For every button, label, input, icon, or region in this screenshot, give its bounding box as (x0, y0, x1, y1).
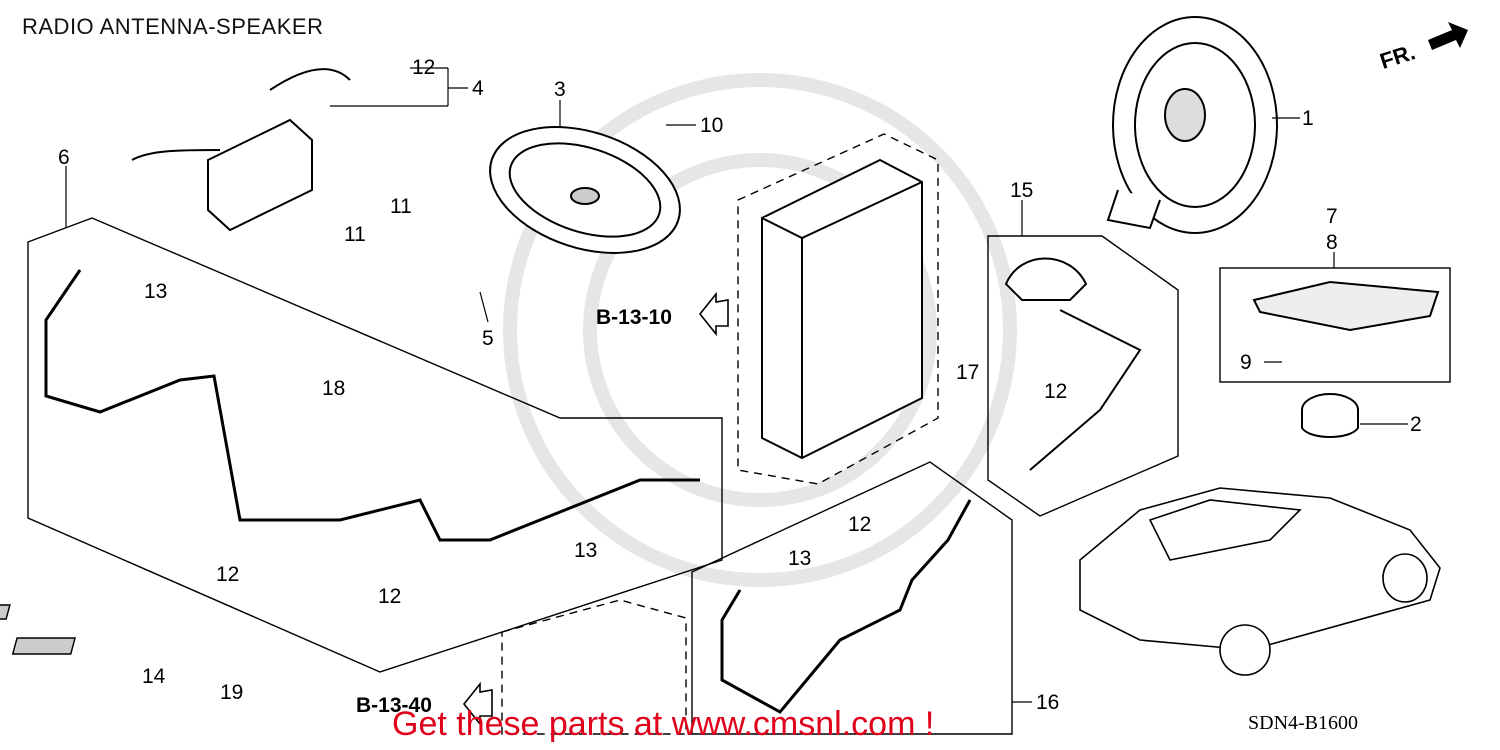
antenna-amplifier-drawing (131, 68, 351, 232)
callout-7[interactable]: 7 (1326, 205, 1338, 228)
callout-12-harness-right[interactable]: 12 (378, 585, 402, 608)
callout-17[interactable]: 17 (956, 361, 980, 384)
oval-speaker-drawing (489, 126, 681, 254)
callout-12-rear[interactable]: 12 (848, 513, 872, 536)
callout-12-amplifier[interactable]: 12 (412, 56, 436, 79)
car-location-drawing (1079, 487, 1441, 676)
callout-1[interactable]: 1 (1302, 107, 1314, 130)
spacer-pads-drawing (0, 604, 76, 655)
antenna-cable-drawing (44, 269, 700, 542)
callout-4[interactable]: 4 (472, 77, 484, 100)
leader-lines (65, 67, 1408, 703)
callout-6[interactable]: 6 (58, 146, 70, 169)
callout-9[interactable]: 9 (1240, 351, 1252, 374)
tweeter-grille-drawing (1252, 280, 1440, 332)
callout-12-antenna[interactable]: 12 (1044, 380, 1068, 403)
door-speaker-drawing (1106, 16, 1278, 234)
audio-unit-drawing (761, 158, 923, 460)
callout-18[interactable]: 18 (322, 377, 346, 400)
rear-cable-drawing (720, 499, 972, 714)
reference-arrow-icon (462, 681, 493, 727)
callout-11-upper[interactable]: 11 (344, 223, 366, 246)
tweeter-grille-frame (1219, 267, 1451, 383)
watermark-logo (503, 73, 1017, 587)
audio-unit-dashed-frame (737, 133, 939, 485)
connector-dashed-frame (501, 599, 687, 735)
callout-13-upper[interactable]: 13 (144, 280, 168, 303)
antenna-harness-frame (27, 217, 723, 673)
callout-10[interactable]: 10 (700, 114, 724, 137)
callout-12-harness-left[interactable]: 12 (216, 563, 240, 586)
tweeter-drawing (1301, 393, 1359, 438)
callout-15[interactable]: 15 (1010, 179, 1034, 202)
reference-b-13-10[interactable]: B-13-10 (596, 306, 672, 329)
callout-14[interactable]: 14 (142, 665, 166, 688)
callout-13-harness[interactable]: 13 (574, 539, 598, 562)
diagram-code: SDN4-B1600 (1248, 712, 1359, 734)
reference-arrow-icon (698, 291, 729, 337)
callout-3[interactable]: 3 (554, 78, 566, 101)
callout-11-lower[interactable]: 11 (390, 195, 412, 218)
callout-2[interactable]: 2 (1410, 413, 1422, 436)
front-direction-arrow-icon (1428, 22, 1468, 50)
roof-antenna-drawing (1004, 257, 1142, 471)
roof-antenna-frame (987, 235, 1179, 517)
footer-link[interactable]: Get these parts at www.cmsnl.com ! (392, 705, 935, 743)
callout-16[interactable]: 16 (1036, 691, 1060, 714)
callout-8[interactable]: 8 (1326, 231, 1338, 254)
callout-19[interactable]: 19 (220, 681, 244, 704)
rear-cable-frame (691, 461, 1013, 735)
diagram-title: RADIO ANTENNA-SPEAKER (22, 14, 324, 39)
callout-13-rear[interactable]: 13 (788, 547, 812, 570)
callout-5[interactable]: 5 (482, 327, 494, 350)
reference-b-13-40[interactable]: B-13-40 (356, 694, 432, 717)
